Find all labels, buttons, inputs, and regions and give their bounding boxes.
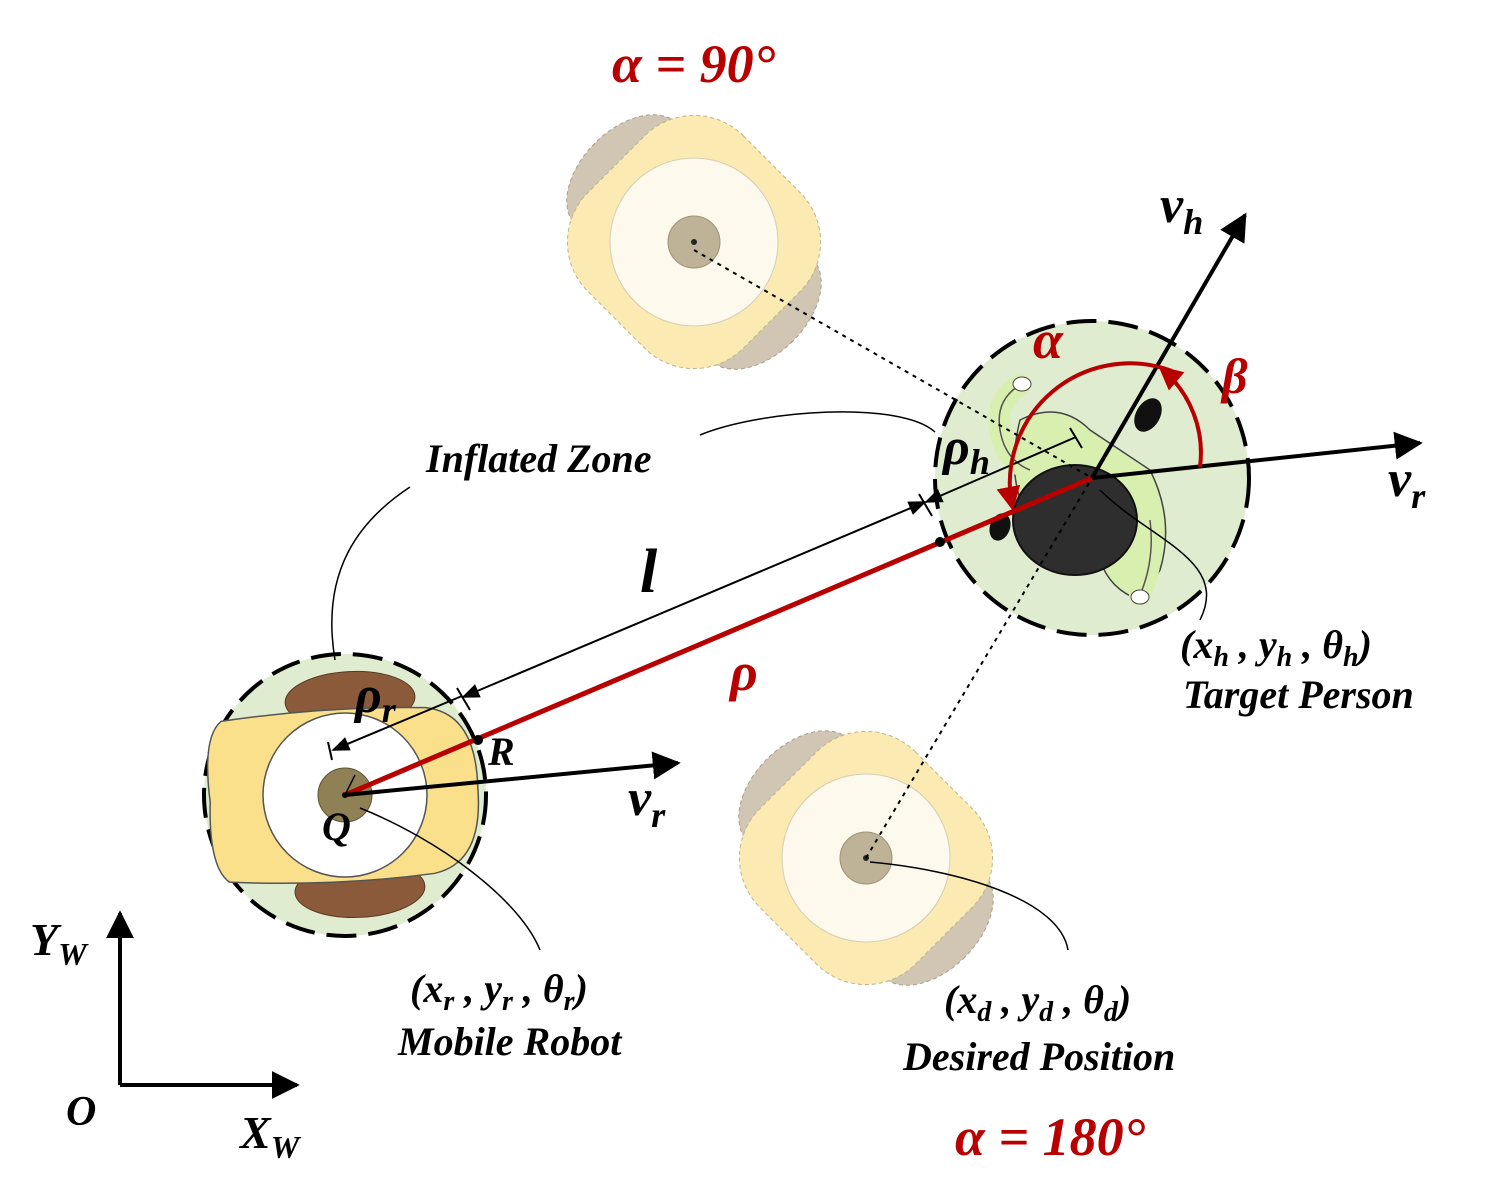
label-alpha-180: α = 180° [955,1107,1146,1167]
label-v-h: vh [1160,177,1203,242]
robot-coords: (xr , yr , θr) [410,966,588,1017]
label-origin: O [66,1089,96,1135]
rho-line [344,475,1093,798]
beta-arc [1158,365,1203,468]
label-axis-x: XW [238,1107,302,1165]
v-r-arrow-person [1091,431,1423,480]
label-beta: β [1220,348,1248,404]
label-l: l [640,538,658,606]
inflated-zone-leader-right [699,411,936,436]
robot-coord-leader [359,807,541,951]
desired-coords: (xd , yd , θd) [944,977,1131,1028]
v-r-arrow-robot [344,751,681,797]
label-rho-r: ρr [353,667,397,730]
inflated-zone-leader-left [331,486,411,661]
label-alpha: α [1033,310,1064,370]
rho-h-dimension-arrow [924,436,1077,503]
person-figure [988,374,1167,606]
l-dimension-arrow [461,501,927,698]
v-h-arrow [1090,212,1247,480]
robot-name: Mobile Robot [397,1019,623,1064]
label-inflated-zone: Inflated Zone [425,436,652,481]
person-coords: (xh , yh , θh) [1180,622,1372,673]
label-R: R [487,729,515,774]
label-axis-y: YW [30,914,89,972]
label-v-r-person: vr [1388,451,1426,516]
mobile-robot-group [202,652,488,938]
label-v-r-robot: vr [628,770,666,835]
label-rho-h: ρh [941,419,990,482]
label-alpha-90: α = 90° [612,34,776,94]
label-rho: ρ [728,642,758,702]
person-head [1012,464,1138,576]
person-coord-leader [1099,489,1208,621]
inflated-zone-boundary-point [935,537,945,547]
ghost-robot-90 [566,114,822,370]
desired-coord-leader [869,861,1069,951]
robot-zone-boundary-point [473,735,483,745]
dotted-line-180 [865,477,1093,859]
desired-name: Desired Position [902,1034,1175,1079]
rho-r-dimension-arrow [331,695,463,751]
label-Q: Q [322,804,351,849]
alpha-arc [996,361,1173,511]
person-name: Target Person [1183,672,1414,717]
